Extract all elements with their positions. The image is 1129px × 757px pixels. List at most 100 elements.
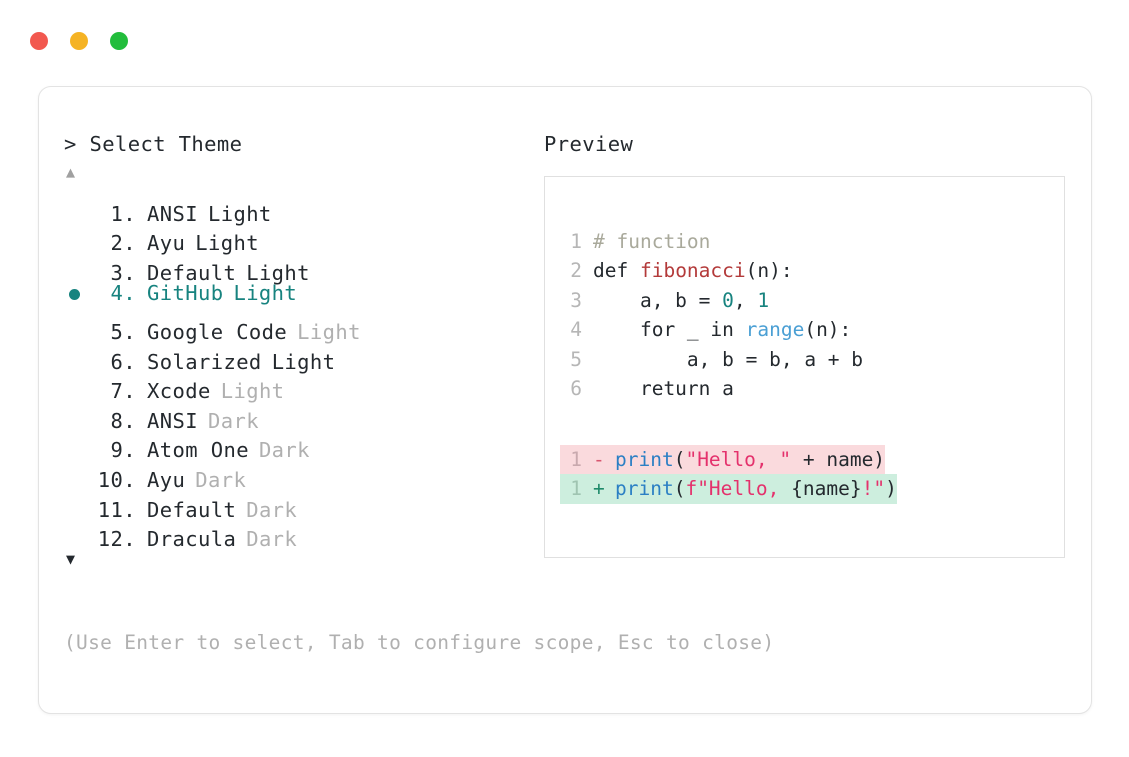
diff-code-text: print(f"Hello, {name}!") bbox=[615, 474, 897, 503]
theme-item-name: Google Code bbox=[147, 319, 288, 344]
diff-line-minus: 1-print("Hello, " + name) bbox=[560, 445, 886, 475]
code-line: 3 a, b = 0, 1 bbox=[560, 286, 863, 315]
line-number: 4 bbox=[570, 318, 582, 342]
code-token: , bbox=[733, 288, 758, 312]
code-token: def bbox=[593, 259, 640, 283]
theme-item-variant: Light bbox=[207, 201, 272, 226]
theme-item-variant: Dark bbox=[195, 467, 247, 492]
selection-indicator bbox=[64, 191, 94, 221]
theme-item-variant: Light bbox=[233, 281, 298, 306]
line-number: 5 bbox=[570, 347, 582, 371]
theme-list-item[interactable]: 5. Google Code Light bbox=[64, 309, 534, 344]
theme-item-index: 5. bbox=[110, 319, 136, 344]
selection-indicator bbox=[64, 250, 94, 280]
code-token: f"Hello, bbox=[685, 477, 792, 501]
line-number: 6 bbox=[570, 377, 582, 401]
code-token: (n): bbox=[804, 318, 852, 342]
theme-list-item[interactable]: 8. ANSI Dark bbox=[64, 398, 534, 433]
code-token: (n): bbox=[745, 259, 793, 283]
theme-list-item[interactable]: 7. Xcode Light bbox=[64, 369, 534, 403]
theme-item-index: 3. bbox=[110, 260, 136, 285]
code-token: ( bbox=[673, 477, 686, 501]
diff-sign: + bbox=[593, 477, 605, 501]
diff-line-plus: 1 + print(f"Hello, {name}!") bbox=[560, 474, 897, 504]
selection-indicator bbox=[64, 280, 94, 310]
diff-code-text: print("Hello, " + name) bbox=[615, 445, 885, 474]
code-text: return a bbox=[593, 374, 734, 403]
theme-item-index: 11. bbox=[97, 497, 136, 522]
code-token: return a bbox=[593, 377, 734, 401]
theme-item-index: 9. bbox=[110, 438, 136, 463]
code-text: def fibonacci(n): bbox=[593, 256, 793, 285]
code-token: ) bbox=[885, 477, 897, 501]
code-token: range bbox=[745, 318, 805, 342]
theme-item-variant: Light bbox=[220, 379, 285, 404]
selection-indicator bbox=[64, 309, 94, 339]
minimize-dot[interactable] bbox=[70, 32, 88, 50]
theme-item-name: Ayu bbox=[147, 467, 186, 492]
theme-item-variant: Light bbox=[195, 231, 259, 256]
close-dot[interactable] bbox=[30, 32, 48, 50]
preview-title: Preview bbox=[544, 132, 634, 156]
maximize-dot[interactable] bbox=[110, 32, 128, 50]
diff-line-number: 1 bbox=[570, 477, 582, 501]
selection-indicator bbox=[64, 517, 94, 547]
line-number: 1 bbox=[570, 230, 582, 253]
theme-item-name: Ayu bbox=[147, 231, 186, 256]
theme-item-index: 8. bbox=[110, 408, 136, 433]
code-token: for _ in bbox=[593, 318, 746, 342]
scroll-up-icon[interactable]: ▲ bbox=[66, 163, 76, 181]
code-token: a, b = bbox=[593, 288, 723, 312]
code-line: 4 for _ in range(n): bbox=[560, 315, 863, 344]
theme-item-variant: Dark bbox=[258, 438, 310, 463]
theme-item-name: Default bbox=[147, 497, 237, 522]
theme-item-name: Default bbox=[147, 260, 237, 285]
code-token: a, b = b, a + b bbox=[593, 347, 864, 371]
theme-item-index: 4. bbox=[110, 281, 136, 306]
selection-indicator bbox=[64, 487, 94, 517]
line-number: 2 bbox=[570, 259, 582, 283]
code-token: 0 bbox=[722, 288, 734, 312]
scroll-down-icon[interactable]: ▼ bbox=[66, 550, 76, 569]
code-token: fibonacci bbox=[639, 259, 746, 283]
theme-item-name: ANSI bbox=[147, 201, 198, 226]
selection-indicator bbox=[64, 369, 94, 399]
theme-item-variant: Light bbox=[297, 319, 361, 344]
theme-item-name: ANSI bbox=[147, 408, 198, 433]
theme-list-item[interactable]: 11. Default Dark bbox=[64, 487, 534, 522]
diff-line-number: 1 bbox=[570, 448, 582, 471]
window-controls bbox=[30, 32, 128, 50]
code-line: 1# function bbox=[560, 227, 863, 256]
diff-sign: - bbox=[593, 448, 605, 471]
selection-indicator bbox=[64, 339, 94, 369]
code-token: + name) bbox=[791, 448, 886, 471]
selection-indicator bbox=[64, 457, 94, 487]
theme-item-name: Xcode bbox=[147, 379, 211, 404]
theme-item-variant: Dark bbox=[246, 497, 298, 522]
page-title-label: Select Theme bbox=[89, 132, 243, 156]
code-token: {name} bbox=[791, 477, 862, 501]
theme-item-variant: Light bbox=[271, 349, 336, 374]
theme-item-name: GitHub bbox=[147, 281, 224, 306]
code-line: 5 a, b = b, a + b bbox=[560, 345, 863, 374]
theme-item-name: Solarized bbox=[147, 349, 262, 374]
theme-item-name: Dracula bbox=[147, 527, 237, 552]
theme-item-variant: Dark bbox=[207, 408, 259, 433]
keyboard-hint: (Use Enter to select, Tab to configure s… bbox=[64, 631, 775, 654]
theme-item-index: 7. bbox=[110, 379, 136, 404]
prompt-caret: > bbox=[64, 132, 90, 156]
theme-list-item[interactable]: 4. GitHub Light bbox=[64, 280, 534, 310]
